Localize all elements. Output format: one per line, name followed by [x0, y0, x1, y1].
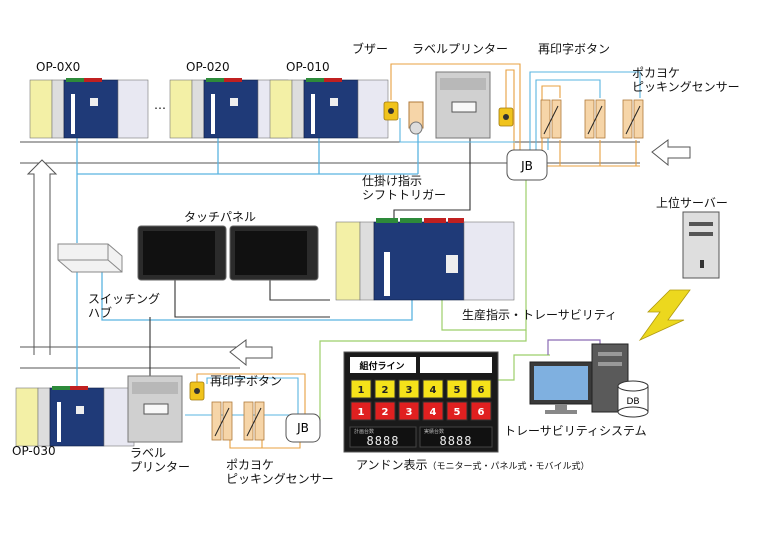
plc-op-010 [269, 77, 389, 139]
andon-counter-left-label: 計画台数 [354, 428, 374, 435]
jb-bottom-box [285, 413, 321, 443]
label-poka-yoke-bottom: ポカヨケ ピッキングセンサー [226, 458, 334, 486]
label-label-printer-top: ラベルプリンター [412, 42, 509, 56]
label-buzzer: ブザー [352, 42, 389, 56]
andon-cell-label-row2-3: 3 [406, 407, 413, 418]
line-conveyor [20, 141, 640, 369]
andon-display-title: アンドン表示 [356, 458, 428, 472]
jb-bottom-label: JB [296, 421, 309, 435]
andon-cell-row2-6 [470, 401, 492, 421]
label-op-010: OP-010 [286, 60, 330, 74]
andon-cell-label-row2-2: 2 [382, 407, 389, 418]
flow-arrow-top-icon [651, 139, 691, 167]
db-label: DB [626, 397, 639, 407]
label-touch-panel: タッチパネル [184, 210, 257, 224]
label-reprint-button-bottom: 再印字ボタン [210, 374, 283, 388]
switching-hub-icon [57, 243, 123, 273]
label-trace-system: トレーサビリティシステム [504, 424, 647, 438]
andon-cell-label-row1-6: 6 [478, 385, 485, 396]
label-switching-hub: スイッチング ハブ [88, 292, 161, 320]
label-host-server: 上位サーバー [656, 196, 728, 210]
label-shikake-trigger: 仕掛け指示 シフトトリガー [362, 174, 447, 202]
andon-board: 組付ライン 1 2 3 4 5 6 1 2 3 4 5 6 計画台数 実績台数 8888 8888 [343, 351, 499, 453]
label-ellipsis: … [154, 98, 166, 112]
andon-line-title: 組付ライン [359, 360, 404, 372]
andon-cell-row1-6 [470, 379, 492, 399]
label-production-trace: 生産指示・トレーサビリティ [462, 308, 618, 322]
touch-panel-1 [137, 225, 227, 281]
jb-top-box [506, 149, 548, 181]
andon-cell-row2-3 [398, 401, 420, 421]
buzzer-icon [383, 101, 399, 121]
touch-panel-2 [229, 225, 319, 281]
andon-cell-row2-1 [350, 401, 372, 421]
andon-cell-label-row2-1: 1 [358, 407, 365, 418]
andon-display-note: （モニター式・パネル式・モバイル式） [427, 462, 590, 472]
plc-op-0x0 [29, 77, 149, 139]
andon-cell-row1-4 [422, 379, 444, 399]
reprint-button-bottom-icon [189, 381, 205, 401]
andon-cell-label-row2-5: 5 [454, 407, 461, 418]
andon-cell-row1-1 [350, 379, 372, 399]
andon-cell-row1-3 [398, 379, 420, 399]
label-printer-top [435, 71, 491, 139]
jb-top-label: JB [520, 159, 533, 173]
poka-yoke-sensor-bottom [211, 401, 265, 441]
andon-cell-row1-5 [446, 379, 468, 399]
reprint-button-top-icon [498, 107, 514, 127]
label-op-030: OP-030 [12, 444, 56, 458]
andon-cell-label-row2-6: 6 [478, 407, 485, 418]
andon-cell-row2-4 [422, 401, 444, 421]
andon-counter-left-value: 8888 [367, 434, 400, 448]
andon-cell-label-row1-3: 3 [406, 385, 413, 396]
andon-cell-label-row2-4: 4 [430, 407, 437, 418]
andon-cell-row2-2 [374, 401, 396, 421]
buzzer-sensor-icon [408, 101, 424, 135]
label-poka-yoke-top: ポカヨケ ピッキングセンサー [632, 66, 740, 94]
andon-cell-label-row1-5: 5 [454, 385, 461, 396]
flow-arrow-bottom-icon [229, 339, 273, 367]
andon-cell-label-row1-1: 1 [358, 385, 365, 396]
control-cables [149, 126, 471, 383]
central-plc [335, 218, 515, 301]
io-cables-bottom [185, 373, 306, 449]
andon-cell-label-row1-4: 4 [430, 385, 437, 396]
label-op-020: OP-020 [186, 60, 230, 74]
label-reprint-button-top: 再印字ボタン [538, 42, 611, 56]
label-andon-display: アンドン表示（モニター式・パネル式・モバイル式） [356, 458, 590, 474]
label-label-printer-bottom: ラベル プリンター [130, 446, 191, 474]
andon-counter-right-label: 実績台数 [424, 428, 444, 435]
andon-cell-label-row1-2: 2 [382, 385, 389, 396]
lightning-icon [638, 289, 691, 341]
db-icon [617, 380, 649, 418]
label-op-0x0: OP-0X0 [36, 60, 81, 74]
andon-counter-right-value: 8888 [440, 434, 473, 448]
andon-cell-row2-5 [446, 401, 468, 421]
ethernet-cables [76, 124, 419, 390]
label-printer-bottom [127, 375, 183, 443]
poka-yoke-sensor-top [540, 99, 644, 139]
plc-op-030 [15, 385, 135, 447]
host-server-icon [682, 211, 720, 279]
trace-system-pc-icon [529, 343, 629, 414]
andon-cell-row1-2 [374, 379, 396, 399]
